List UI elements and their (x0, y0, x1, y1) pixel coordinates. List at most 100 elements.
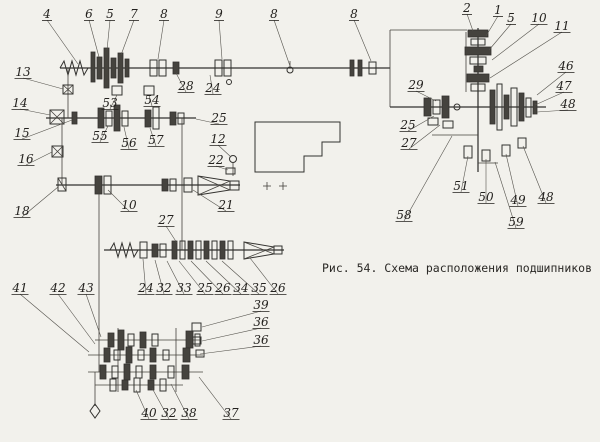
callout-8: 8 (160, 7, 168, 21)
leader-line-42 (57, 293, 96, 345)
leader-line-27 (165, 225, 178, 244)
diagram-linework (46, 28, 546, 419)
leader-line-25 (407, 115, 435, 132)
leader-line-46 (536, 71, 567, 96)
callout-25: 25 (196, 281, 212, 295)
lower-shaft (104, 240, 284, 260)
main-drive-shaft (59, 59, 390, 77)
callout-48: 48 (559, 97, 576, 111)
leader-line-43 (85, 293, 102, 338)
callout-34: 34 (233, 281, 248, 295)
callout-54: 54 (144, 93, 159, 107)
callout-10: 10 (121, 198, 137, 212)
leader-line-11 (489, 31, 563, 79)
callout-35: 35 (251, 281, 266, 295)
leader-line-10 (107, 189, 130, 212)
leader-line-54 (148, 94, 153, 107)
callout-16: 16 (18, 152, 34, 166)
callout-50: 50 (478, 190, 494, 204)
coupling-symbol (349, 59, 355, 77)
callout-53: 53 (102, 96, 118, 110)
leader-line-8 (353, 19, 372, 62)
callout-7: 7 (130, 7, 138, 21)
callout-14: 14 (12, 96, 27, 110)
leader-line-24 (142, 258, 147, 295)
callout-36: 36 (253, 333, 269, 347)
leader-line-49 (505, 153, 519, 207)
plumb-symbol (89, 403, 101, 419)
left-lay-shaft (46, 68, 196, 250)
callout-22: 22 (207, 153, 223, 167)
leader-line-1 (485, 15, 499, 37)
oiler-icon (229, 155, 237, 163)
leader-line-47 (534, 91, 565, 106)
callout-13: 13 (15, 65, 31, 79)
right-gear-assembly (390, 28, 546, 172)
callout-29: 29 (407, 78, 424, 92)
callout-24: 24 (137, 281, 153, 295)
bearing-symbol (183, 177, 193, 193)
leader-line-59 (494, 161, 517, 229)
leader-line-2 (466, 13, 474, 32)
leader-line-32 (154, 259, 165, 295)
callout-6: 6 (85, 7, 93, 21)
callout-8: 8 (270, 7, 278, 21)
callout-37: 37 (223, 406, 239, 420)
leader-line-5 (106, 19, 111, 51)
leader-line-8 (157, 19, 165, 60)
callout-11: 11 (554, 19, 569, 33)
oiler-icon (226, 79, 232, 85)
callout-2: 2 (462, 1, 471, 15)
leader-line-26 (249, 257, 279, 295)
coupling-symbol (357, 59, 363, 77)
leader-line-21 (192, 189, 227, 212)
callout-43: 43 (77, 281, 94, 295)
callout-24: 24 (204, 81, 220, 95)
bearing-symbol (49, 109, 65, 125)
leader-line-34 (205, 260, 242, 295)
worm-symbol (59, 59, 89, 77)
leader-line-25 (178, 260, 206, 295)
callout-41: 41 (11, 281, 27, 295)
leader-line-39 (201, 310, 262, 328)
bearing-symbol (51, 145, 64, 158)
callout-38: 38 (181, 406, 197, 420)
callout-28: 28 (177, 79, 194, 93)
callout-8: 8 (350, 7, 358, 21)
leader-line-13 (22, 77, 64, 90)
callout-26: 26 (214, 281, 231, 295)
spring-symbol (109, 241, 139, 259)
leader-line-38 (170, 383, 190, 420)
leader-line-5 (488, 23, 512, 51)
callout-48: 48 (537, 190, 554, 204)
leader-line-58 (403, 135, 453, 222)
leader-line-16 (25, 151, 53, 166)
callout-32: 32 (161, 406, 176, 420)
leader-line-10 (491, 23, 540, 61)
callout-27: 27 (400, 136, 417, 150)
main-shaft-bearings (111, 59, 377, 96)
callout-33: 33 (176, 281, 192, 295)
leader-line-9 (218, 19, 223, 60)
callout-4: 4 (42, 7, 51, 21)
leader-line-26 (190, 260, 224, 295)
callout-39: 39 (253, 298, 269, 312)
leader-line-15 (21, 119, 73, 140)
plus-marks (263, 182, 287, 190)
leader-line-4 (46, 19, 79, 65)
callout-49: 49 (509, 193, 526, 207)
leader-line-51 (460, 155, 469, 193)
callout-47: 47 (555, 79, 572, 93)
bottom-gearbox (88, 322, 205, 419)
leader-line-41 (19, 293, 90, 353)
leader-line-36 (201, 327, 262, 342)
leader-line-28 (175, 72, 187, 93)
leader-line-12 (217, 144, 232, 158)
callout-36: 36 (253, 315, 269, 329)
callout-25: 25 (210, 111, 226, 125)
leader-line-29 (415, 90, 437, 102)
leader-line-6 (88, 19, 100, 58)
callout-15: 15 (14, 126, 29, 140)
